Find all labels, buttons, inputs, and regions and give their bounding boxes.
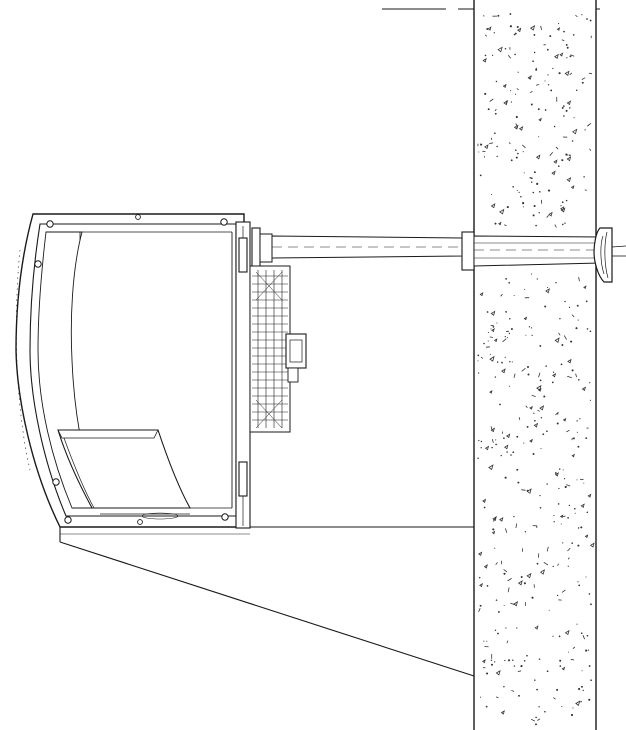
wall-aggregate-texture bbox=[477, 13, 595, 726]
wall-terminal bbox=[593, 227, 626, 283]
drain-tray bbox=[57, 429, 191, 520]
support-bracket bbox=[59, 526, 475, 677]
through-wall-duct bbox=[251, 227, 601, 271]
bolt bbox=[221, 513, 229, 521]
bolt bbox=[46, 220, 54, 228]
concrete-wall bbox=[473, 0, 597, 730]
mounting-flange bbox=[235, 221, 251, 529]
axial-fan bbox=[249, 265, 307, 433]
bolt bbox=[135, 214, 141, 220]
fan-guard-grille bbox=[252, 270, 288, 428]
bolt bbox=[137, 519, 143, 525]
bolt bbox=[64, 516, 72, 524]
bolt bbox=[220, 218, 228, 226]
bolt bbox=[34, 260, 42, 268]
bolt bbox=[52, 478, 60, 486]
